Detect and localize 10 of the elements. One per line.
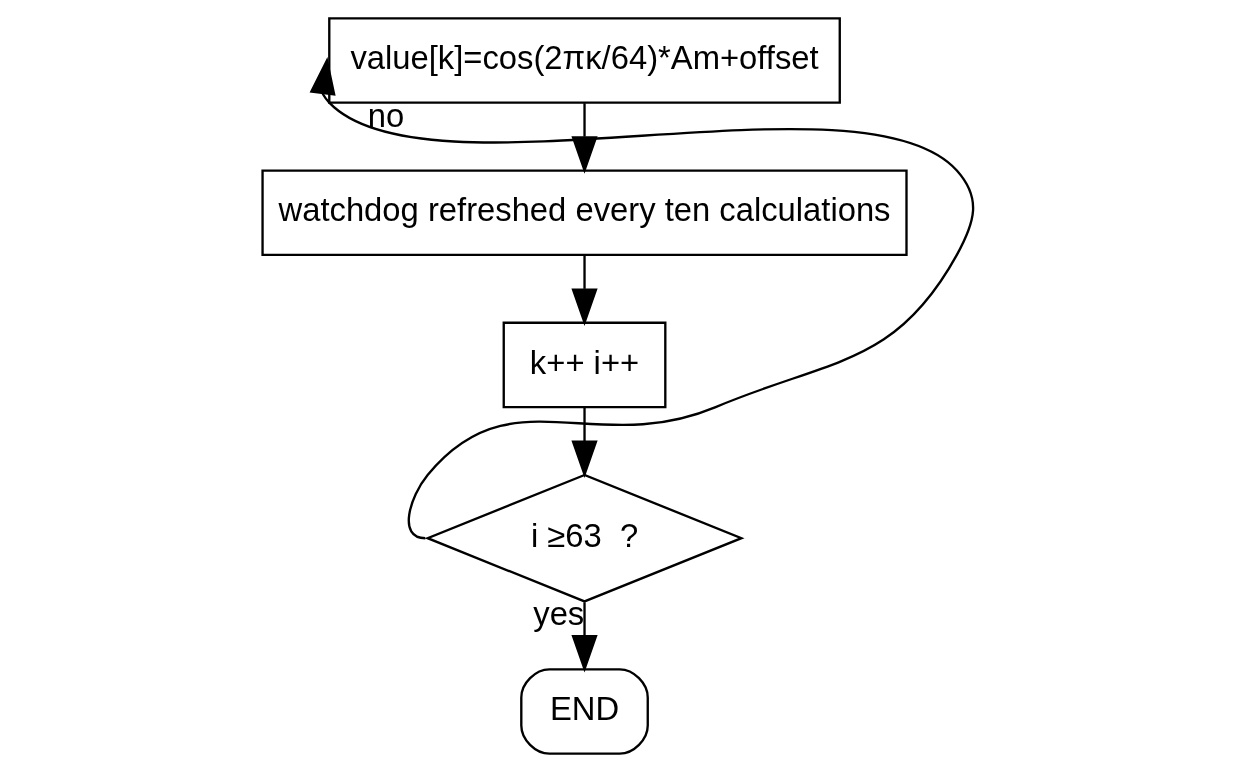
arrow <box>570 601 598 672</box>
arrow <box>570 102 598 174</box>
node-box: value[k]=cos(2πκ/64)*Am+offset <box>327 16 841 104</box>
node-diamond: i ≥63 ? <box>424 473 745 603</box>
node-box: k++ i++ <box>502 321 666 408</box>
arrow <box>309 56 974 539</box>
node-box: watchdog refreshed every ten calculations <box>260 168 908 256</box>
arrow <box>570 254 598 326</box>
arrow <box>570 406 598 478</box>
node-box: END <box>519 667 649 755</box>
